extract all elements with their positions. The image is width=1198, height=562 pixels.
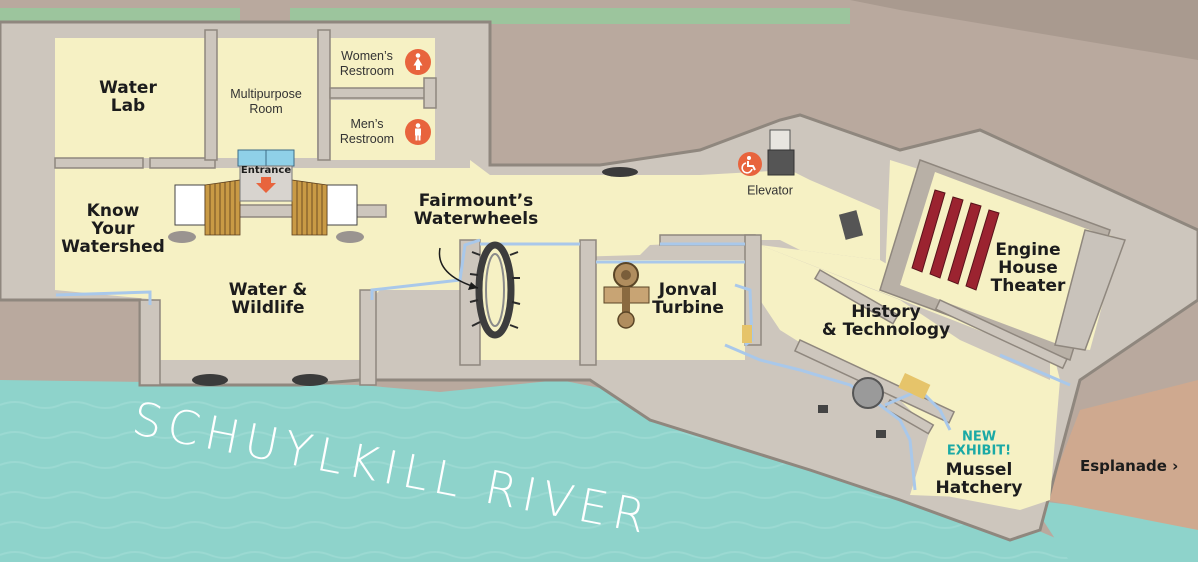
room-water-lab[interactable]: Water Lab bbox=[99, 78, 157, 116]
door-marker bbox=[292, 374, 328, 386]
arrow-down-icon bbox=[256, 177, 276, 197]
room-jonval-turbine[interactable]: Jonval Turbine bbox=[652, 280, 724, 318]
room-multipurpose[interactable]: Multipurpose Room bbox=[230, 87, 302, 116]
door-marker bbox=[192, 374, 228, 386]
room-water-and-wildlife[interactable]: Water & Wildlife bbox=[228, 280, 308, 318]
entrance-label[interactable]: Entrance bbox=[240, 164, 292, 176]
exhibit-stand bbox=[876, 430, 886, 438]
room-mens-restroom[interactable]: Men’s Restroom bbox=[339, 117, 395, 146]
exhibit-sphere bbox=[852, 377, 884, 409]
room-history-technology[interactable]: History & Technology bbox=[821, 302, 951, 340]
elevator-illustration bbox=[767, 129, 795, 176]
room-engine-house-theater[interactable]: Engine House Theater bbox=[990, 240, 1066, 296]
lawn-strip bbox=[0, 8, 240, 24]
room-mussel-hatchery[interactable]: Mussel Hatchery bbox=[935, 460, 1023, 498]
entrance-staircases bbox=[168, 149, 364, 243]
lawn-strip bbox=[290, 8, 850, 24]
theater-seats bbox=[911, 189, 1000, 291]
wheelchair-icon bbox=[738, 152, 762, 180]
kiosk bbox=[838, 210, 864, 240]
elevator-label[interactable]: Elevator bbox=[747, 183, 793, 198]
step-marker bbox=[742, 325, 752, 343]
esplanade-label: Esplanade bbox=[1080, 457, 1167, 476]
chevron-right-icon: › bbox=[1172, 457, 1179, 476]
room-womens-restroom[interactable]: Women’s Restroom bbox=[339, 49, 395, 78]
step-marker bbox=[898, 372, 931, 400]
turbine-illustration bbox=[603, 262, 650, 329]
new-exhibit-badge: NEW EXHIBIT! bbox=[946, 429, 1012, 458]
man-restroom-icon bbox=[405, 119, 431, 149]
esplanade-area bbox=[1045, 380, 1198, 530]
room-fairmount-waterwheels[interactable]: Fairmount’s Waterwheels bbox=[413, 191, 539, 229]
room-know-your-watershed[interactable]: Know Your Watershed bbox=[61, 201, 165, 257]
door-marker bbox=[602, 167, 638, 177]
esplanade-link[interactable]: Esplanade › bbox=[1080, 457, 1179, 476]
exhibit-stand bbox=[818, 405, 828, 413]
woman-restroom-icon bbox=[405, 49, 431, 79]
waterwheel-illustration bbox=[469, 241, 521, 339]
